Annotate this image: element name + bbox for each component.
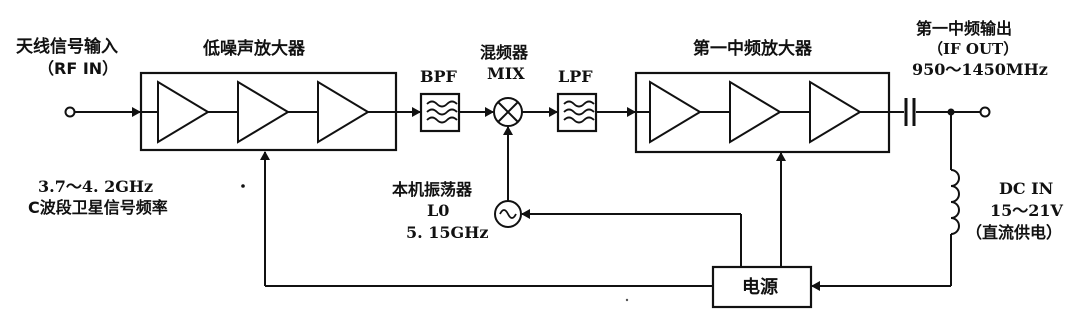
if-range-label: 950～1450MHz [912, 60, 1048, 79]
lo-label-cn: 本机振荡器 [392, 180, 473, 199]
lna-label: 低噪声放大器 [202, 38, 306, 59]
lo-label-en: L0 [427, 201, 449, 220]
arrow-lo-to-mixer [503, 126, 513, 135]
antenna-input-label: 天线信号输入 [16, 36, 118, 57]
arrow-to-if-amp [627, 107, 636, 117]
lpf-wave-icon [563, 100, 595, 124]
arrow-to-if-amp-power [776, 152, 786, 161]
arrow-input [132, 107, 141, 117]
input-range-label: 3.7～4. 2GHz [38, 177, 153, 196]
bpf-filter [419, 92, 461, 133]
bpf-wave-icon [426, 100, 458, 124]
lo-freq-label: 5. 15GHz [406, 223, 488, 242]
arrow-to-mixer [485, 107, 494, 117]
dc-in-label: DC IN [999, 179, 1053, 198]
dc-note-label: （直流供电） [966, 223, 1062, 242]
if-amp-label: 第一中频放大器 [693, 38, 813, 59]
bpf-label: BPF [420, 67, 458, 86]
scan-dot [625, 298, 629, 302]
mixer-label-en: MIX [487, 64, 525, 83]
if-amp-2 [729, 80, 782, 144]
dc-range-label: 15～21V [990, 201, 1064, 220]
arrow-to-lo [521, 209, 530, 219]
power-label: 电源 [742, 276, 778, 298]
if-out-label: （IF OUT） [928, 40, 1018, 58]
lpf-label: LPF [558, 67, 593, 86]
arrow-to-lpf [549, 107, 558, 117]
if-output-label: 第一中频输出 [916, 19, 1012, 38]
if-amp-1 [649, 80, 702, 144]
if-amp-3 [809, 80, 862, 144]
input-band-label: C波段卫星信号频率 [28, 198, 168, 217]
lna-amp-3 [317, 80, 370, 144]
lpf-filter [556, 92, 598, 133]
lna-amp-2 [237, 80, 290, 144]
lna-amp-1 [157, 80, 210, 144]
dc-feed-inductor [950, 169, 960, 235]
rf-in-label: （RF IN） [38, 59, 118, 78]
arrow-to-power [811, 281, 820, 291]
arrow-to-lna [260, 151, 270, 160]
sine-wave-icon [499, 209, 517, 219]
rf-input-terminal [64, 106, 76, 118]
if-output-terminal [979, 106, 991, 118]
arrow-to-bpf [412, 107, 421, 117]
mixer-label-cn: 混频器 [480, 43, 529, 62]
scan-dot [241, 184, 245, 188]
